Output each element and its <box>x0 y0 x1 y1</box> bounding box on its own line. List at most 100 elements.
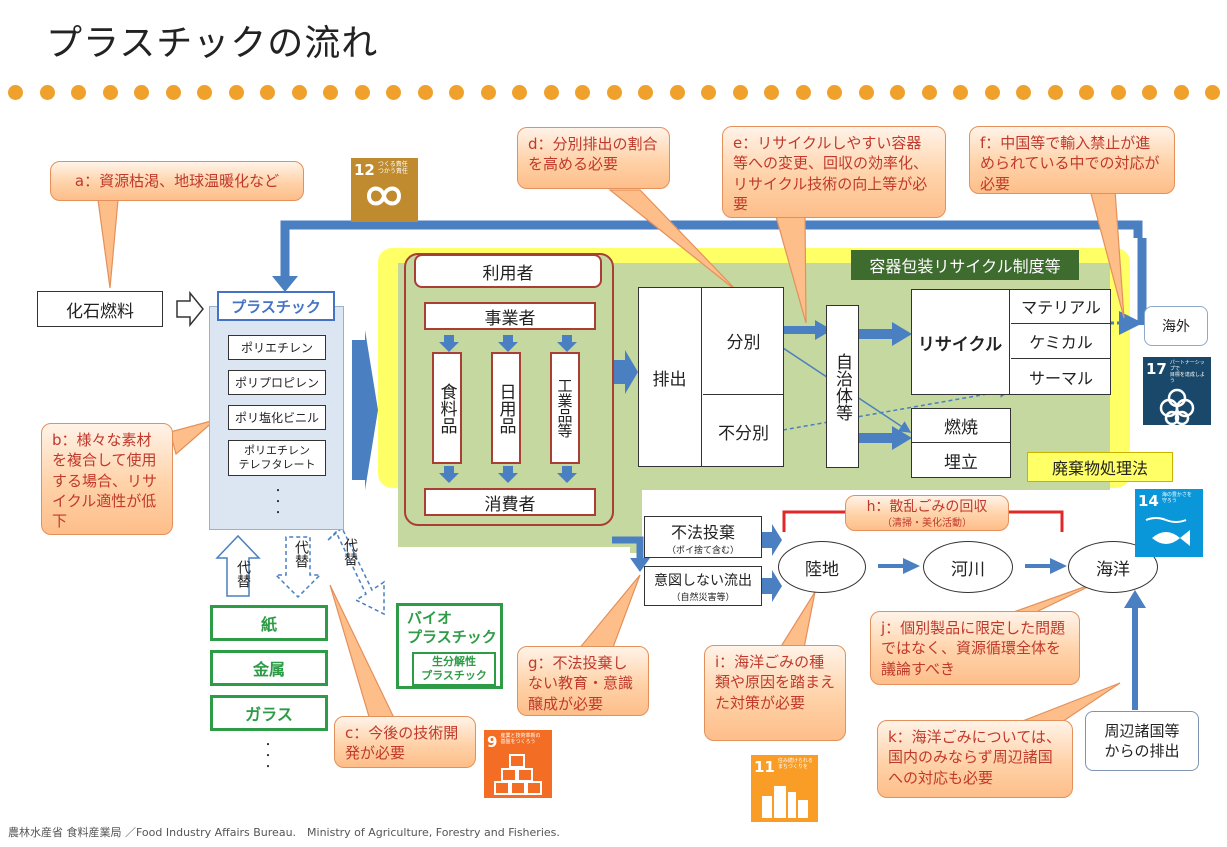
plastic-item-pe: ポリエチレン <box>228 335 326 360</box>
divider-dot <box>1173 85 1189 100</box>
plastic-to-users-arrow <box>352 330 378 490</box>
page-title: プラスチックの流れ <box>46 23 379 64</box>
callout-c: c：今後の技術開発が必要 <box>334 716 476 768</box>
divider-dot <box>732 85 748 100</box>
cubes-icon <box>494 754 542 795</box>
incineration-box: 燃焼 <box>911 408 1011 443</box>
sdg-9-number: 9 <box>487 733 498 751</box>
alt-label-2: 代替 <box>293 540 309 568</box>
sdg-9-text: 産業と技術革新の 基盤をつくろう <box>500 733 541 745</box>
disposal-block <box>911 408 1011 478</box>
bio-plastic-title: バイオ プラスチック <box>407 609 497 646</box>
unsorted-label: 不分別 <box>718 424 769 444</box>
divider-dot <box>134 85 149 100</box>
divider-dot <box>260 85 275 100</box>
callout-i: i：海洋ごみの種類や原因を踏まえた対策が必要 <box>704 645 846 741</box>
divider-dot <box>480 85 496 100</box>
alt-arrow-3 <box>327 526 385 616</box>
divider-dot <box>1079 85 1094 100</box>
callout-h: h：散乱ごみの回収 （清掃・美化活動） <box>845 495 1009 531</box>
sdg-17-text: パートナーシップで 目標を達成しよう <box>1169 360 1205 384</box>
plastic-item-pp: ポリプロピレン <box>228 370 326 395</box>
plastic-item-pvc: ポリ塩化ビニル <box>228 405 326 430</box>
divider-dot <box>1142 85 1157 100</box>
plastic-item-pet: ポリエチレン テレフタレート <box>228 440 326 476</box>
divider-dot <box>1016 85 1031 100</box>
divider-dot <box>386 85 401 100</box>
divider-dot <box>827 85 842 100</box>
sdg-12-number: 12 <box>354 161 375 179</box>
alt-metal: 金属 <box>210 650 328 686</box>
divider-dot <box>165 85 181 100</box>
unintended-outflow-box: 意図しない流出 （自然災害等） <box>644 566 762 606</box>
recycle-block <box>911 289 1111 395</box>
recycle-thermal: サーマル <box>1028 369 1093 388</box>
alt-more: ・ ・ ・ <box>263 739 273 773</box>
sdg-14-number: 14 <box>1138 492 1159 510</box>
divider-dot <box>71 85 86 100</box>
waste-disposal-law: 廃棄物処理法 <box>1027 452 1173 482</box>
flower-icon <box>1159 388 1195 426</box>
alt-arrow-2 <box>274 536 322 599</box>
city-icon <box>762 786 808 818</box>
alt-glass: ガラス <box>210 695 328 731</box>
fish-icon <box>1145 517 1190 546</box>
divider-dot <box>39 85 55 100</box>
plastic-more: ・ ・ ・ <box>273 485 283 519</box>
divider-dot <box>291 85 307 100</box>
divider-dot <box>953 85 968 100</box>
unintended-outflow-sub: （自然災害等） <box>671 592 735 603</box>
biodegradable-box: 生分解性 プラスチック <box>412 652 496 686</box>
divider-dot <box>543 85 559 100</box>
business-box: 事業者 <box>424 302 596 330</box>
discharge-block <box>638 287 784 467</box>
divider-dot <box>8 85 23 100</box>
callout-j: j：個別製品に限定した問題ではなく、資源循環全体を議論すべき <box>870 611 1080 685</box>
sdg-12-text: つくる責任 つかう責任 <box>377 161 408 176</box>
discharge-label: 排出 <box>638 287 702 467</box>
sdg-11-number: 11 <box>754 758 775 776</box>
illegal-dumping-sub: （ポイ捨て含む） <box>666 545 739 556</box>
unintended-outflow-title: 意図しない流出 <box>654 572 752 589</box>
users-title: 利用者 <box>414 254 602 288</box>
divider-dot <box>701 85 716 100</box>
callout-k: k：海洋ごみについては、国内のみならず周辺諸国への対応も必要 <box>877 720 1073 798</box>
footer-credit: 農林水産省 食料産業局 ／Food Industry Affairs Burea… <box>8 826 560 839</box>
divider-dot <box>575 85 590 100</box>
divider-dot <box>228 85 244 100</box>
alt-label-1: 代替 <box>235 560 251 588</box>
plastic-title: プラスチック <box>217 291 335 321</box>
divider-dot <box>638 85 653 100</box>
neighbor-countries-box: 周辺諸国等 からの排出 <box>1085 711 1199 771</box>
divider-dot <box>354 85 370 100</box>
dotted-divider <box>0 82 1227 102</box>
callout-d: d：分別排出の割合を高める必要 <box>517 127 670 189</box>
divider-dot <box>764 85 779 100</box>
divider-dot <box>890 85 905 100</box>
divider-dot <box>1205 85 1220 100</box>
divider-dot <box>1110 85 1126 100</box>
divider-dot <box>197 85 212 100</box>
sdg-14-text: 海の豊かさを 守ろう <box>1161 492 1192 504</box>
divider-dot <box>984 85 1000 100</box>
container-recycling-law: 容器包装リサイクル制度等 <box>851 250 1079 280</box>
alt-label-3: 代替 <box>342 538 358 566</box>
sdg-11-text: 住み続けられる まちづくりを <box>777 758 813 770</box>
sorted-label: 分別 <box>703 287 784 395</box>
arrow-right-icon <box>176 290 204 328</box>
sdg-17-number: 17 <box>1146 360 1167 378</box>
river-node: 河川 <box>923 541 1013 593</box>
divider-dot <box>1047 85 1063 100</box>
municipality-box: 自治体等 <box>826 305 859 468</box>
callout-a: a：資源枯渇、地球温暖化など <box>50 161 304 201</box>
illegal-dumping-title: 不法投棄 <box>670 522 735 542</box>
consumer-box: 消費者 <box>424 488 596 516</box>
divider-dot <box>512 85 527 100</box>
divider-dot <box>102 85 118 100</box>
divider-dot <box>795 85 811 100</box>
fossil-fuel-box: 化石燃料 <box>37 291 163 327</box>
callout-g: g：不法投棄しない教育・意識醸成が必要 <box>517 646 649 716</box>
